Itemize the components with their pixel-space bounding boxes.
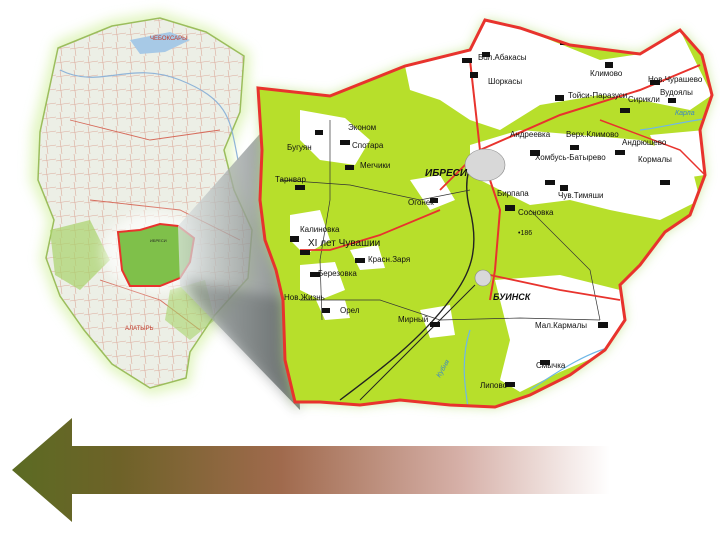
label-chuv-timyashi: Чув.Тимяши <box>558 191 604 200</box>
label-bol-abakasy: Бол.Абакасы <box>478 53 527 62</box>
overview-river <box>59 69 239 161</box>
district-center-marker <box>464 148 506 182</box>
label-mirny: Мирный <box>398 315 428 324</box>
label-vudoyaly: Вудоялы <box>660 88 693 97</box>
open-land-patch <box>470 130 700 220</box>
left-arrow <box>12 418 610 522</box>
label-ekonom: Эконом <box>348 123 376 132</box>
label-buguyan: Бугуян <box>287 143 312 152</box>
label-lipovo: Липово <box>480 381 508 390</box>
district-border <box>256 18 714 409</box>
open-land-patch <box>350 245 385 270</box>
inset-label: ИБРЕСИ <box>150 238 167 243</box>
label-andryushevo: Андрюшево <box>622 138 667 147</box>
main-road <box>300 209 441 251</box>
river <box>463 329 471 407</box>
label-elevation: •186 <box>518 230 532 237</box>
open-land-patch <box>300 262 345 300</box>
label-verkh-klimovo: Верх.Климово <box>566 130 619 139</box>
label-shorkasy: Шоркасы <box>488 77 522 86</box>
label-river-east: Карла <box>675 110 695 117</box>
open-land-patch <box>316 300 350 320</box>
main-road <box>599 119 706 176</box>
settlement-icons <box>290 40 676 387</box>
open-land-patch <box>290 210 330 255</box>
local-road <box>319 120 331 321</box>
local-road <box>279 179 471 201</box>
railway <box>359 284 476 401</box>
label-krasn-zarya: Красн.Заря <box>368 255 410 264</box>
label-sosnovka: Сосновка <box>518 208 554 217</box>
main-road <box>489 274 621 301</box>
local-road <box>300 299 601 321</box>
town-marker <box>474 269 492 287</box>
label-khombus-batyrevo: Хомбусь-Батырево <box>535 153 606 162</box>
label-mal-karmaly: Мал.Кармалы <box>535 321 587 330</box>
overview-label-bottom-city: АЛАТЫРЬ <box>125 326 154 332</box>
label-spotara: Спотара <box>352 141 384 150</box>
label-kalinovka: Калиновка <box>300 225 340 234</box>
label-smychka: Смычка <box>536 361 566 370</box>
open-land-patch <box>300 110 370 165</box>
label-secondary-center: БУИНСК <box>493 292 532 302</box>
label-xi-let-chuvashii: XI лет Чувашии <box>308 238 380 249</box>
district-map: Бол.Абакасы Шоркасы Климово Нов.Чурашево… <box>256 18 714 409</box>
projection-beam-shadow <box>185 280 300 412</box>
railway <box>339 149 481 401</box>
main-road <box>479 64 701 151</box>
overview-label-top-city: ЧЕБОКСАРЫ <box>150 36 187 42</box>
label-andreevka: Андреевка <box>510 130 551 139</box>
label-kormaly: Кормалы <box>638 155 672 164</box>
label-birpapa: Бирпапа <box>497 189 529 198</box>
label-klimovo: Климово <box>590 69 623 78</box>
open-land-patch <box>495 275 625 392</box>
label-tarnvar: Тарнвар <box>275 175 306 184</box>
open-land-patch <box>410 175 455 210</box>
label-toysi-parazusi: Тойси-Паразуси <box>568 91 627 100</box>
left-arrow-body <box>12 418 610 522</box>
label-merchiki: Merчики <box>360 161 390 170</box>
label-ogonek: Огонек <box>408 198 434 207</box>
label-nov-zhizn: Нов.Жизнь <box>284 293 325 302</box>
open-land-patch <box>650 130 705 180</box>
overview-water-body <box>130 32 190 54</box>
label-district-center: ИБРЕСИ <box>425 168 468 179</box>
label-orel: Орел <box>340 306 360 315</box>
open-land-patch <box>405 20 712 130</box>
overview-forest <box>50 220 110 290</box>
label-nov-churashevo: Нов.Чурашево <box>648 75 703 84</box>
label-berezovka: Березовка <box>318 269 357 278</box>
label-sirikli: Сирикли <box>628 95 660 104</box>
